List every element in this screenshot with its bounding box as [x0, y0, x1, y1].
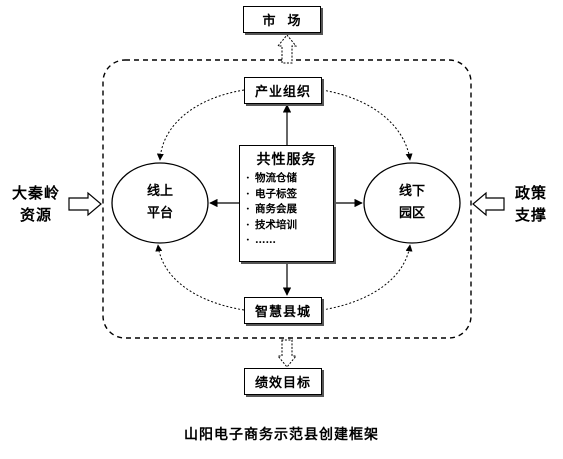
- hollow-arrow-left-in: [68, 191, 102, 217]
- online-platform-line1: 线上: [146, 184, 173, 199]
- figure-caption: 山阳电子商务示范县创建框架: [184, 427, 379, 443]
- service-item: ·物流仓储: [246, 172, 297, 184]
- online-platform-label: 线上 平台: [130, 181, 190, 225]
- right-policy-line2: 支撑: [514, 206, 547, 224]
- offline-park-ellipse: [363, 162, 461, 244]
- performance-label: 绩效目标: [254, 376, 311, 391]
- service-item-text: ……: [255, 234, 276, 246]
- service-item: ·……: [246, 234, 276, 246]
- market-label: 市 场: [262, 14, 302, 29]
- arc-industry-to-online: [156, 89, 245, 161]
- left-resource-line2: 资源: [19, 206, 52, 224]
- hollow-arrow-to-performance: [276, 339, 298, 368]
- arc-industry-to-offline: [321, 89, 413, 161]
- offline-park-line1: 线下: [398, 184, 425, 199]
- service-item-text: 电子标签: [255, 187, 297, 200]
- service-item: ·商务会展: [246, 203, 297, 215]
- common-services-box: 共性服务 ·物流仓储 ·电子标签 ·商务会展 ·技术培训 ·……: [239, 145, 334, 262]
- left-resource-line1: 大秦岭: [11, 184, 60, 202]
- online-platform-line2: 平台: [146, 206, 173, 221]
- service-item: ·电子标签: [246, 187, 297, 200]
- smart-county-label: 智慧县城: [254, 305, 311, 320]
- industry-org-label: 产业组织: [254, 85, 311, 100]
- smart-county-box: 智慧县城: [244, 297, 322, 324]
- industry-org-box: 产业组织: [244, 77, 322, 104]
- common-services-title: 共性服务: [256, 152, 317, 168]
- offline-park-line2: 园区: [398, 206, 425, 221]
- service-item-text: 技术培训: [255, 218, 297, 231]
- right-policy-line1: 政策: [514, 184, 547, 202]
- hollow-arrow-right-in: [472, 191, 505, 217]
- offline-park-label: 线下 园区: [382, 181, 442, 225]
- arc-smart-to-offline: [321, 244, 413, 311]
- service-item: ·技术培训: [246, 218, 297, 231]
- online-platform-ellipse: [111, 162, 209, 244]
- right-policy-label: 政策 支撑: [506, 182, 556, 226]
- performance-box: 绩效目标: [244, 368, 322, 395]
- market-box: 市 场: [243, 6, 321, 33]
- hollow-arrow-to-market: [276, 34, 298, 64]
- service-item-text: 商务会展: [255, 203, 297, 215]
- service-item-text: 物流仓储: [255, 172, 297, 184]
- left-resource-label: 大秦岭 资源: [6, 182, 66, 226]
- arc-smart-to-online: [155, 244, 245, 311]
